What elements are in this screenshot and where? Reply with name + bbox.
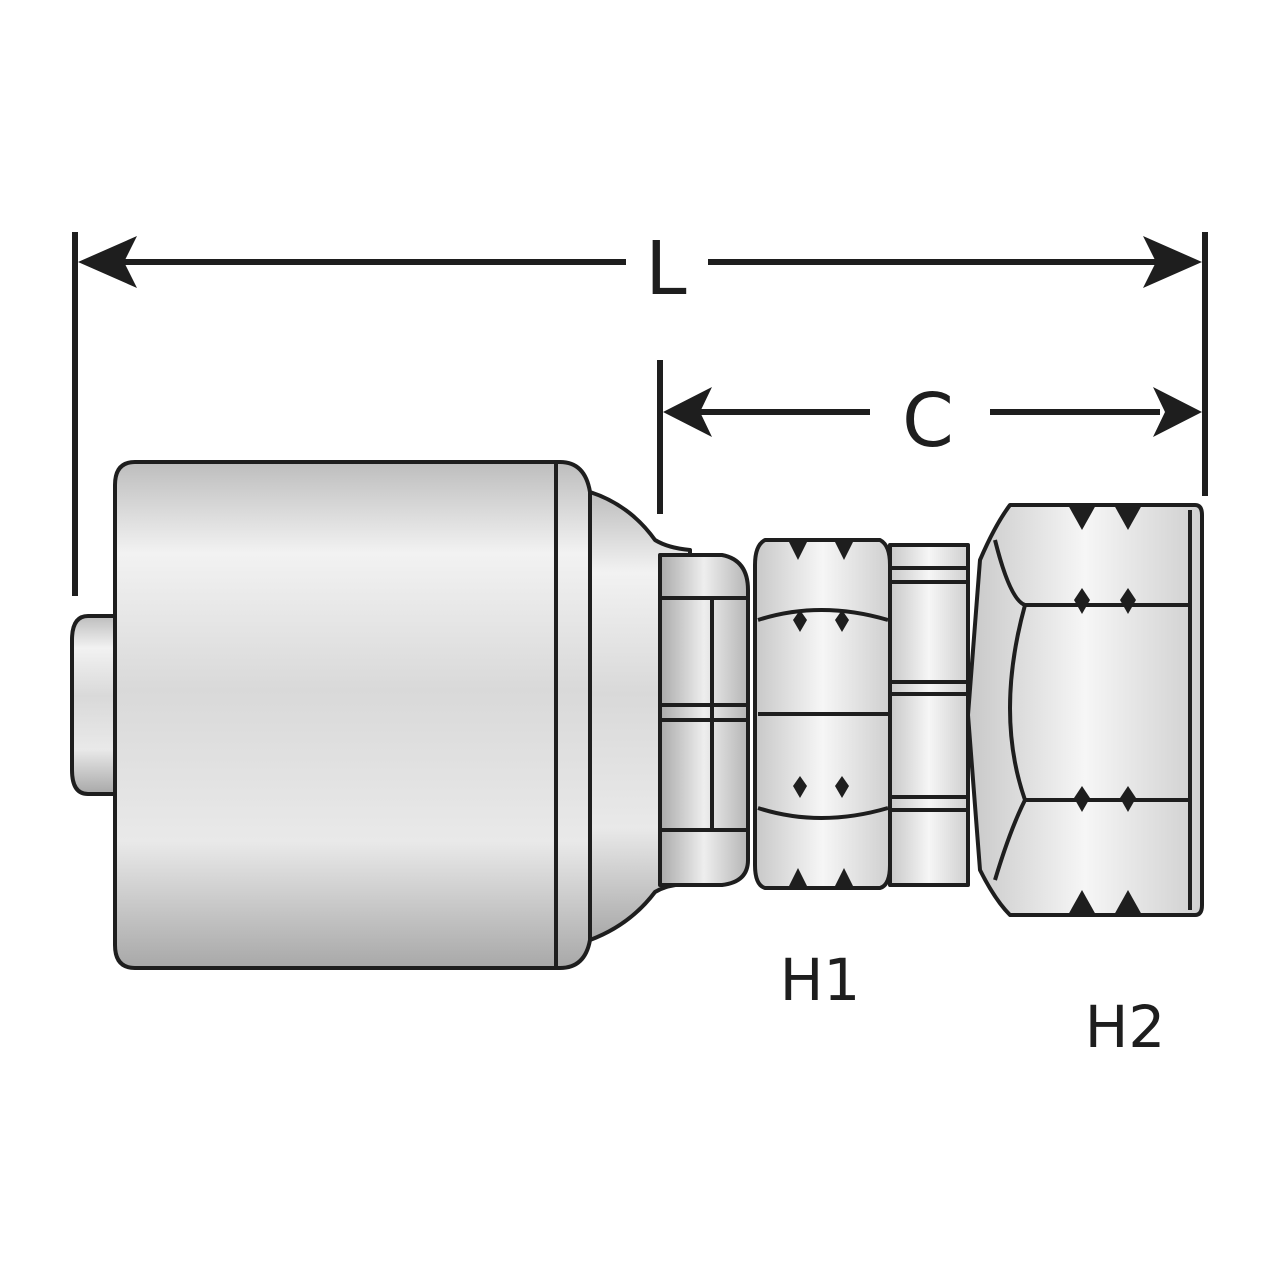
arrowhead-c-right-icon [1153,387,1202,437]
label-h1: H1 [780,946,861,1014]
notch-icon [788,868,808,888]
diamond-icon [1074,588,1090,614]
label-c: C [902,378,954,464]
diamond-icon [835,776,849,798]
notch-icon [1114,505,1142,530]
diamond-icon [1120,786,1136,812]
notch-icon [1114,890,1142,915]
dimension-l [72,232,1208,596]
arrowhead-c-left-icon [663,387,712,437]
notch-icon [1068,505,1096,530]
notch-icon [788,540,808,560]
hex-markings [788,505,1142,915]
arrowhead-left-icon [78,236,137,288]
label-l: L [645,226,686,312]
diamond-icon [793,776,807,798]
arrowhead-right-icon [1143,236,1202,288]
swivel-body [888,543,970,887]
hex-h1-facet-bottom [757,806,889,820]
hex-h2-facet [993,539,1190,881]
hose-stub [70,614,118,796]
label-h2: H2 [1085,993,1166,1061]
diamond-icon [835,610,849,632]
hose-fitting [70,460,1204,970]
swivel-nut-h2 [966,503,1204,917]
dimension-c [657,360,1202,514]
notch-icon [834,868,854,888]
notch-icon [1068,890,1096,915]
hex-h1-facet-top [757,608,889,622]
notch-icon [834,540,854,560]
diamond-icon [1074,786,1090,812]
ferrule-shell [113,460,592,970]
diamond-icon [793,610,807,632]
diamond-icon [1120,588,1136,614]
